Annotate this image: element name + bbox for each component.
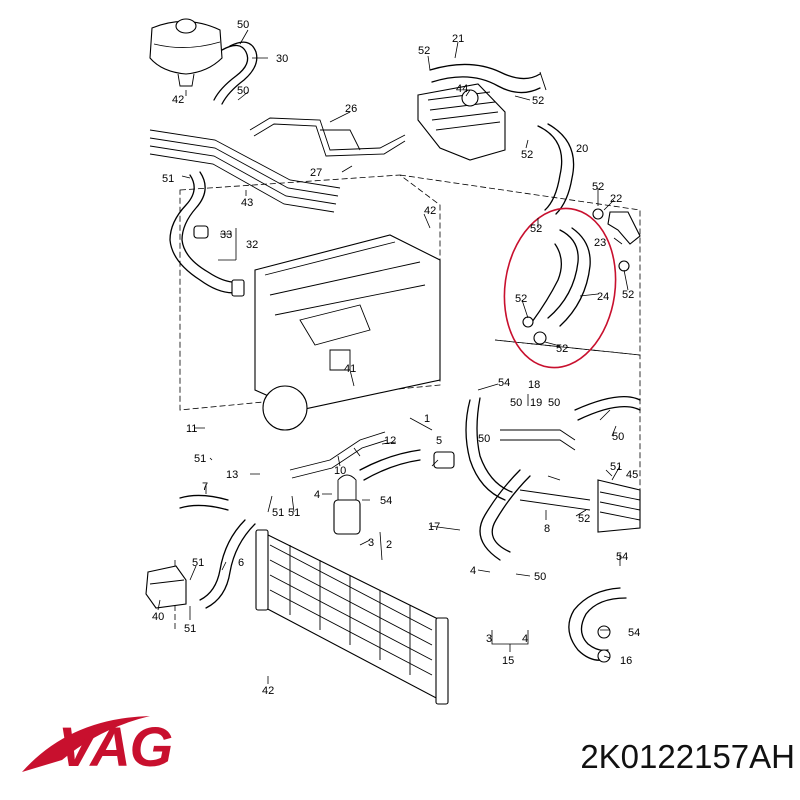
callout-label: 42 [172, 94, 184, 106]
callout-label: 27 [310, 167, 322, 179]
hose-8-17 [479, 469, 591, 561]
pipe-26 [249, 117, 406, 157]
callout-label: 52 [592, 181, 604, 193]
callout-label: 18 [528, 379, 540, 391]
flange-44 [417, 83, 506, 161]
leader-lines [157, 29, 629, 684]
callout-label: 24 [597, 291, 609, 303]
callout-label: 51 [192, 557, 204, 569]
callout-label: 11 [186, 423, 197, 435]
callout-label: 52 [521, 149, 533, 161]
callout-label: 1 [424, 413, 430, 425]
callout-label: 42 [262, 685, 274, 697]
hose-20 [537, 123, 575, 215]
callout-label: 45 [626, 469, 638, 481]
callout-label: 13 [226, 469, 238, 481]
callout-label: 52 [622, 289, 634, 301]
highlight-ellipse [503, 207, 617, 369]
callout-label: 5 [436, 435, 442, 447]
callout-label: 22 [610, 193, 622, 205]
callout-label: 4 [522, 633, 528, 645]
callout-label: 50 [548, 397, 560, 409]
callout-label: 54 [628, 627, 640, 639]
callout-label: 50 [612, 431, 624, 443]
callout-label: 50 [237, 19, 249, 31]
oil-cooler-45 [597, 479, 641, 533]
part-number: 2K0122157AH [580, 738, 795, 775]
callout-label: 51 [288, 507, 300, 519]
callout-label: 51 [162, 173, 174, 185]
callout-label: 8 [544, 523, 550, 535]
callout-label: 50 [510, 397, 522, 409]
callout-label: 32 [246, 239, 258, 251]
callout-label: 30 [276, 53, 288, 65]
callout-label: 23 [594, 237, 606, 249]
callout-label: 43 [241, 197, 253, 209]
vag-logo: VAG [22, 715, 173, 778]
callout-label: 19 [530, 397, 542, 409]
expansion-tank-top [149, 18, 223, 87]
callout-label: 50 [534, 571, 546, 583]
callout-labels: 50 30 42 50 52 21 44 52 26 52 20 27 51 4… [152, 19, 640, 697]
hose-21 [429, 63, 547, 94]
callout-label: 52 [515, 293, 527, 305]
callout-label: 51 [272, 507, 284, 519]
callout-label: 6 [238, 557, 244, 569]
callout-label: 54 [616, 551, 628, 563]
hose-24 [522, 227, 591, 345]
callout-label: 52 [530, 223, 542, 235]
engine-block [254, 234, 441, 431]
callout-label: 33 [220, 229, 232, 241]
callout-label: 4 [314, 489, 320, 501]
callout-label: 54 [498, 377, 510, 389]
logo-swoosh [22, 716, 150, 772]
callout-label: 52 [556, 343, 568, 355]
expansion-tank-40 [145, 565, 187, 609]
callout-label: 3 [486, 633, 492, 645]
callout-label: 52 [418, 45, 430, 57]
hose-7 [179, 494, 229, 511]
logo-text: VAG [58, 715, 172, 778]
callout-label: 7 [202, 481, 208, 493]
callout-label: 52 [532, 95, 544, 107]
callout-label: 51 [194, 453, 206, 465]
callout-label: 42 [424, 205, 436, 217]
hose-6 [199, 519, 256, 609]
hose-32 [169, 171, 245, 297]
thermostat-housing [333, 451, 455, 535]
harness-43 [149, 129, 341, 213]
callout-label: 44 [456, 83, 468, 95]
callout-label: 12 [384, 435, 396, 447]
callout-label: 20 [576, 143, 588, 155]
hose-18-19 [465, 396, 641, 501]
callout-label: 16 [620, 655, 632, 667]
callout-label: 52 [578, 513, 590, 525]
hose-16 [568, 587, 627, 663]
callout-label: 17 [428, 521, 440, 533]
callout-label: 40 [152, 611, 164, 623]
callout-label: 51 [610, 461, 622, 473]
hose-30 [213, 41, 258, 105]
callout-label: 50 [237, 85, 249, 97]
callout-label: 15 [502, 655, 514, 667]
callout-label: 41 [344, 363, 356, 375]
pipe-10-12 [289, 431, 421, 481]
callout-label: 54 [380, 495, 392, 507]
callout-label: 51 [184, 623, 196, 635]
callout-label: 3 [368, 537, 374, 549]
callout-label: 50 [478, 433, 490, 445]
callout-label: 10 [334, 465, 346, 477]
callout-label: 4 [470, 565, 476, 577]
callout-label: 21 [452, 33, 464, 45]
radiator-42 [255, 529, 449, 705]
callout-label: 2 [386, 539, 392, 551]
callout-label: 26 [345, 103, 357, 115]
